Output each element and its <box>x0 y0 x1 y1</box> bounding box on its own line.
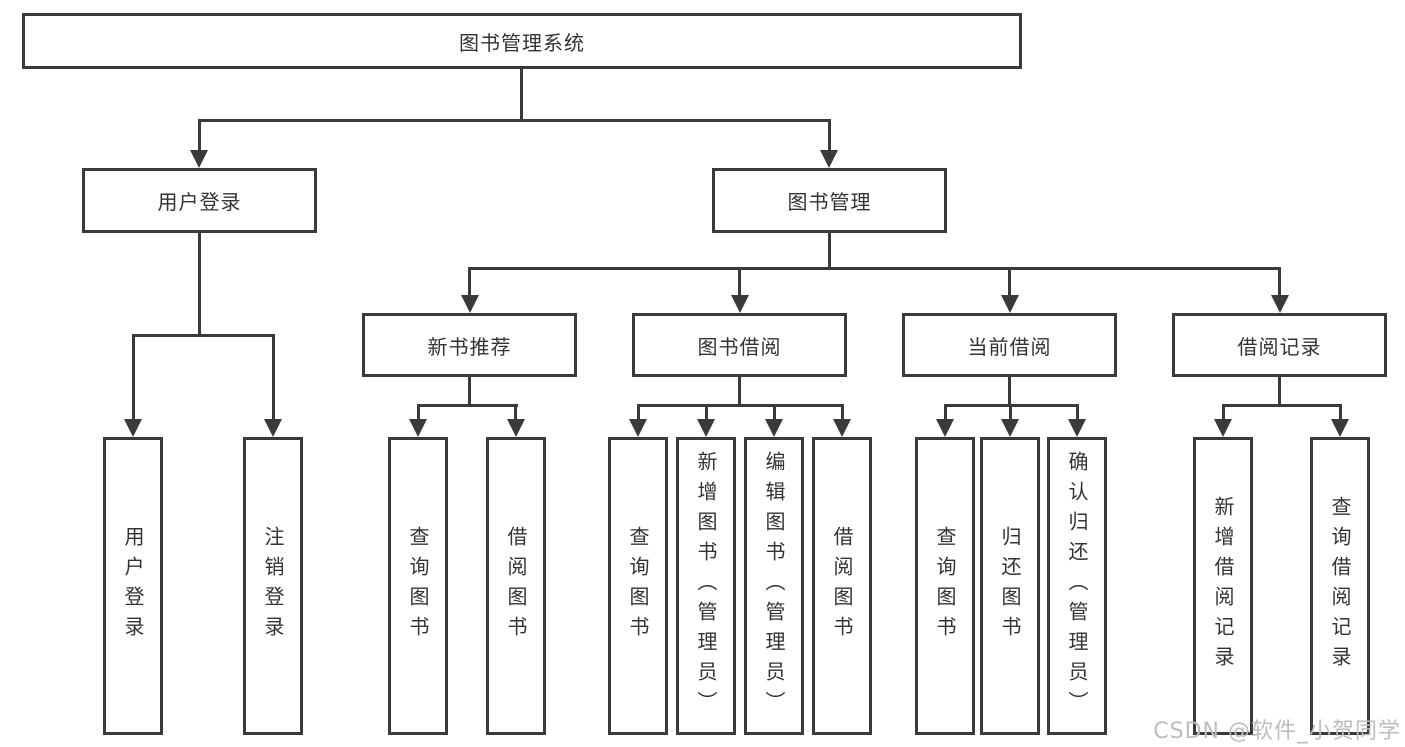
connector-line <box>468 267 1281 270</box>
connector-line <box>468 377 471 405</box>
connector-line <box>1076 404 1079 419</box>
connector-line <box>514 404 517 419</box>
node-label: 图书管理系统 <box>459 30 585 55</box>
leaf-edit-books-admin: 编辑图书（管理员） <box>744 437 804 735</box>
node-label: 注销登录 <box>261 526 285 646</box>
connector-line <box>841 404 844 419</box>
connector-line <box>198 119 831 122</box>
node-label: 查询图书 <box>626 526 650 646</box>
node-borrowing-records: 借阅记录 <box>1172 313 1387 377</box>
arrow-down-icon <box>1001 419 1019 437</box>
connector-line <box>1222 404 1225 419</box>
node-book-borrowing: 图书借阅 <box>632 313 847 377</box>
connector-line <box>1009 404 1012 419</box>
connector-line <box>1008 267 1011 296</box>
node-current-borrowing: 当前借阅 <box>902 313 1117 377</box>
node-label: 借阅记录 <box>1237 334 1322 359</box>
arrow-down-icon <box>264 419 282 437</box>
leaf-query-books-current: 查询图书 <box>915 437 975 735</box>
connector-line <box>417 404 420 419</box>
node-root-book-management-system: 图书管理系统 <box>22 13 1022 69</box>
node-label: 图书管理 <box>787 190 872 214</box>
connector-line <box>738 267 741 296</box>
arrow-down-icon <box>936 419 954 437</box>
node-label: 归还图书 <box>998 526 1022 646</box>
node-label: 借阅图书 <box>504 526 528 646</box>
connector-line <box>828 119 831 151</box>
node-label: 编辑图书（管理员） <box>762 451 786 721</box>
connector-line <box>705 404 708 419</box>
leaf-query-books-recommend: 查询图书 <box>388 437 448 735</box>
leaf-user-login: 用户登录 <box>103 437 163 735</box>
connector-line <box>828 233 831 269</box>
connector-line <box>520 69 523 122</box>
node-label: 查询借阅记录 <box>1328 496 1352 676</box>
connector-line <box>132 334 275 337</box>
leaf-confirm-return-admin: 确认归还（管理员） <box>1047 437 1107 735</box>
connector-line <box>637 404 844 407</box>
node-label: 查询图书 <box>406 526 430 646</box>
arrow-down-icon <box>1214 419 1232 437</box>
arrow-down-icon <box>731 295 749 313</box>
connector-line <box>198 233 201 336</box>
node-user-login: 用户登录 <box>82 168 317 233</box>
leaf-add-borrow-record: 新增借阅记录 <box>1193 437 1253 735</box>
leaf-query-borrow-record: 查询借阅记录 <box>1310 437 1370 735</box>
arrow-down-icon <box>461 295 479 313</box>
connector-line <box>272 334 275 420</box>
connector-line <box>1008 377 1011 405</box>
node-label: 图书借阅 <box>697 334 782 359</box>
connector-line <box>637 404 640 419</box>
arrow-down-icon <box>765 419 783 437</box>
csdn-watermark: CSDN @软件_小贺同学 <box>1153 719 1401 744</box>
leaf-logout: 注销登录 <box>243 437 303 735</box>
node-label: 新增图书（管理员） <box>694 451 718 721</box>
node-label: 借阅图书 <box>830 526 854 646</box>
node-book-management: 图书管理 <box>712 168 947 233</box>
connector-line <box>1339 404 1342 419</box>
connector-line <box>738 377 741 405</box>
leaf-return-books: 归还图书 <box>980 437 1040 735</box>
arrow-down-icon <box>629 419 647 437</box>
leaf-borrow-books: 借阅图书 <box>812 437 872 735</box>
node-label: 新书推荐 <box>427 334 512 359</box>
connector-line <box>468 267 471 296</box>
arrow-down-icon <box>1271 295 1289 313</box>
arrow-down-icon <box>833 419 851 437</box>
connector-line <box>198 119 201 151</box>
arrow-down-icon <box>190 150 208 168</box>
node-label: 用户登录 <box>121 526 145 646</box>
connector-line <box>1278 377 1281 405</box>
leaf-add-books-admin: 新增图书（管理员） <box>676 437 736 735</box>
node-label: 新增借阅记录 <box>1211 496 1235 676</box>
connector-line <box>773 404 776 419</box>
connector-line <box>1278 267 1281 296</box>
node-label: 当前借阅 <box>967 334 1052 359</box>
arrow-down-icon <box>820 150 838 168</box>
leaf-query-books-borrowing: 查询图书 <box>608 437 668 735</box>
leaf-borrow-books-recommend: 借阅图书 <box>486 437 546 735</box>
node-new-book-recommend: 新书推荐 <box>362 313 577 377</box>
node-label: 用户登录 <box>157 190 242 214</box>
connector-line <box>132 334 135 420</box>
connector-line <box>417 404 518 407</box>
arrow-down-icon <box>124 419 142 437</box>
arrow-down-icon <box>1068 419 1086 437</box>
arrow-down-icon <box>507 419 525 437</box>
connector-line <box>1222 404 1342 407</box>
arrow-down-icon <box>1001 295 1019 313</box>
node-label: 确认归还（管理员） <box>1065 451 1089 721</box>
connector-line <box>944 404 947 419</box>
node-label: 查询图书 <box>933 526 957 646</box>
arrow-down-icon <box>409 419 427 437</box>
arrow-down-icon <box>697 419 715 437</box>
arrow-down-icon <box>1331 419 1349 437</box>
